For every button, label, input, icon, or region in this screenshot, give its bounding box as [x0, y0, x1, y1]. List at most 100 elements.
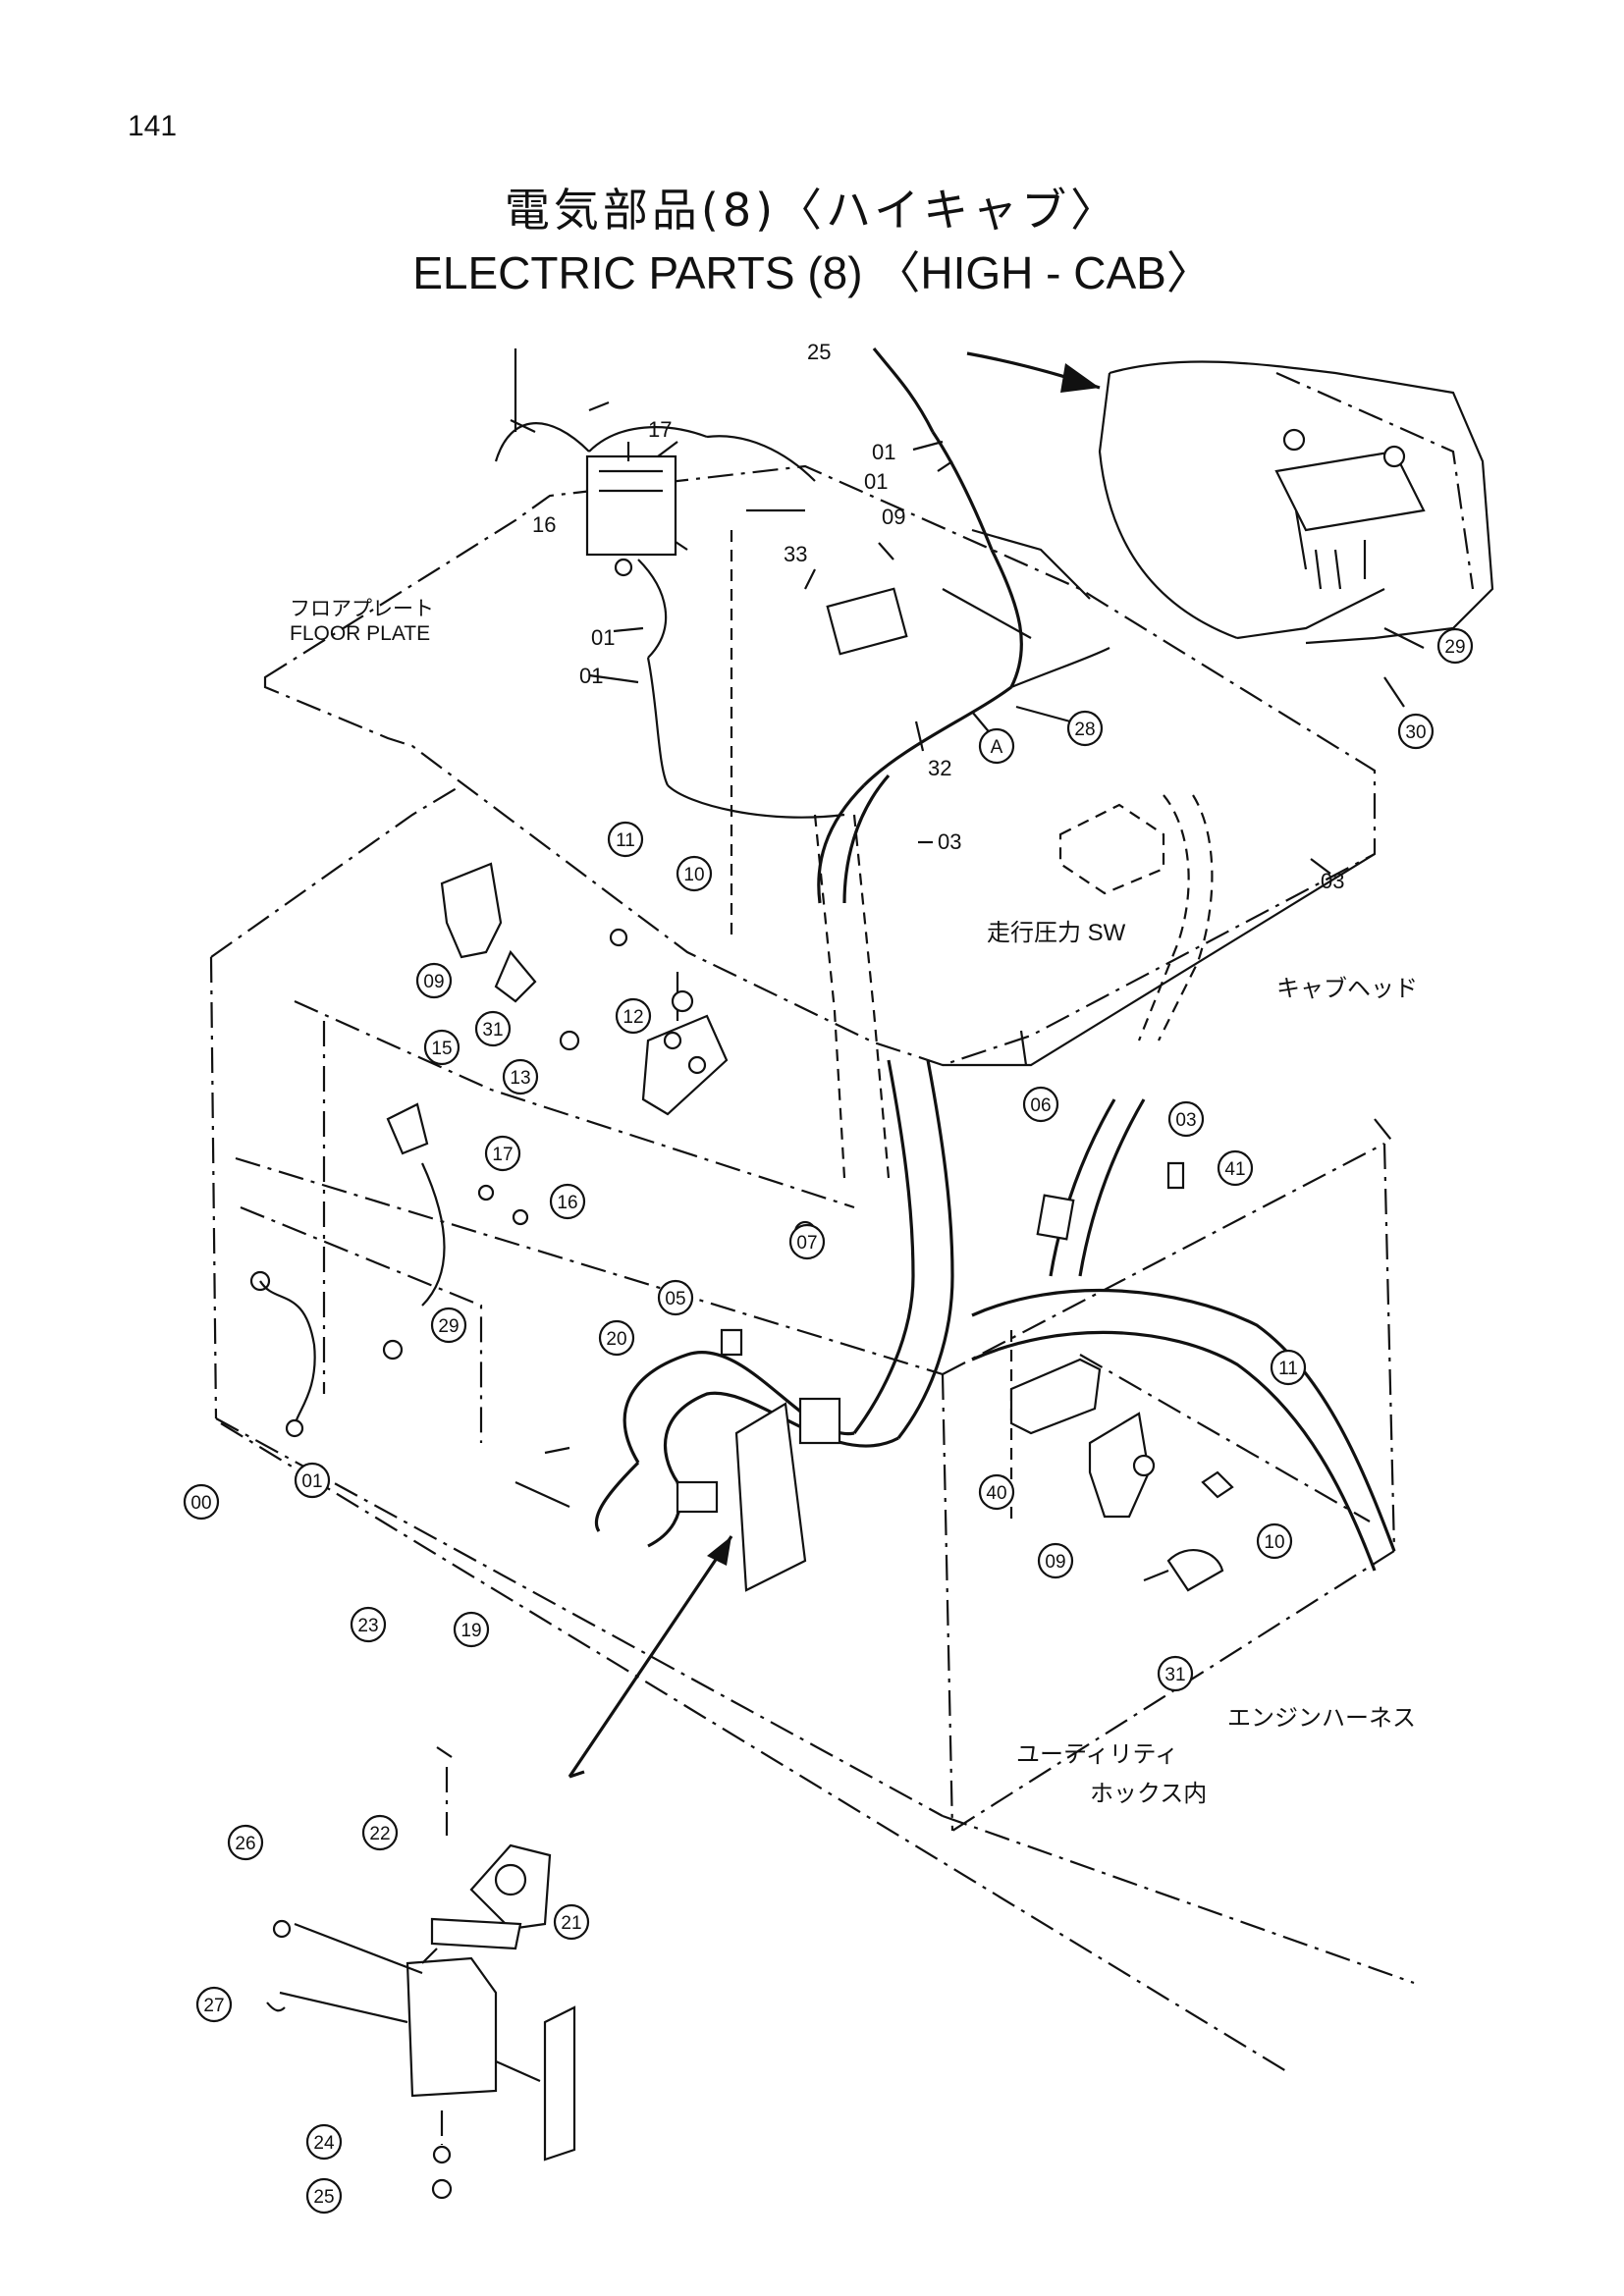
- callout-A: A: [978, 727, 1015, 765]
- svg-text:07: 07: [796, 1233, 817, 1254]
- label-16: 16: [532, 512, 556, 537]
- svg-text:30: 30: [1405, 722, 1426, 743]
- svg-text:24: 24: [313, 2133, 335, 2154]
- upper-right-inset: [966, 351, 1494, 645]
- svg-text:20: 20: [606, 1329, 626, 1350]
- svg-text:25: 25: [313, 2187, 334, 2208]
- callout-01: 01: [294, 1462, 331, 1499]
- svg-text:41: 41: [1224, 1159, 1245, 1180]
- svg-text:10: 10: [1264, 1532, 1284, 1553]
- svg-text:A: A: [991, 737, 1003, 758]
- svg-text:11: 11: [1278, 1359, 1298, 1379]
- label-32: 32: [928, 756, 951, 780]
- label-09: 09: [882, 505, 905, 529]
- callout-30: 30: [1397, 713, 1435, 750]
- callout-22: 22: [361, 1814, 399, 1851]
- svg-text:06: 06: [1030, 1095, 1051, 1116]
- callout-15: 15: [423, 1029, 460, 1066]
- svg-text:11: 11: [616, 830, 635, 851]
- travel-pressure-switch-label: 走行圧力 SW: [987, 920, 1126, 946]
- svg-text:28: 28: [1074, 720, 1095, 740]
- callout-19: 19: [453, 1611, 490, 1648]
- svg-text:29: 29: [1444, 637, 1465, 658]
- callout-20: 20: [598, 1319, 635, 1357]
- svg-text:16: 16: [557, 1193, 577, 1213]
- callout-29a: 29: [430, 1307, 467, 1344]
- callout-05: 05: [657, 1279, 694, 1316]
- callout-13: 13: [502, 1058, 539, 1095]
- svg-text:29: 29: [438, 1316, 459, 1337]
- callout-29b: 29: [1436, 627, 1474, 665]
- lower-bracket-assembly: [266, 1535, 733, 2200]
- main-harness: [421, 1059, 1396, 1592]
- callout-09a: 09: [415, 962, 453, 999]
- svg-text:10: 10: [683, 865, 704, 885]
- svg-text:12: 12: [623, 1007, 643, 1028]
- callout-31a: 31: [474, 1010, 512, 1047]
- callout-06: 06: [1022, 1086, 1059, 1123]
- callout-25: 25: [305, 2177, 343, 2215]
- svg-text:31: 31: [1164, 1665, 1185, 1685]
- label-01-b: 01: [864, 469, 888, 494]
- label-01-d: 01: [579, 664, 603, 688]
- callout-10b: 10: [1256, 1522, 1293, 1560]
- title-japanese: 電気部品(8)〈ハイキャブ〉: [504, 184, 1120, 237]
- svg-text:09: 09: [423, 972, 444, 992]
- utility-box-label-line2: ホックス内: [1090, 1781, 1207, 1807]
- callout-17: 17: [484, 1135, 521, 1172]
- label-25: 25: [807, 340, 831, 364]
- svg-text:05: 05: [665, 1289, 685, 1309]
- callout-12: 12: [615, 997, 652, 1035]
- svg-text:19: 19: [460, 1621, 481, 1641]
- upper-harness: [585, 347, 1110, 1179]
- svg-text:40: 40: [986, 1483, 1006, 1504]
- label-17: 17: [648, 417, 672, 442]
- floor-plate-label-en: FLOOR PLATE: [290, 622, 430, 645]
- svg-text:09: 09: [1045, 1552, 1065, 1573]
- svg-text:21: 21: [561, 1913, 581, 1934]
- travel-pressure-switch: [1058, 794, 1214, 1041]
- callout-28: 28: [1066, 710, 1104, 747]
- svg-text:22: 22: [369, 1824, 390, 1844]
- callout-24: 24: [305, 2123, 343, 2161]
- label-01-a: 01: [872, 440, 895, 464]
- svg-text:26: 26: [235, 1834, 255, 1854]
- label-03-a: 03: [938, 829, 961, 854]
- svg-text:17: 17: [492, 1145, 513, 1165]
- callout-21: 21: [553, 1903, 590, 1941]
- callout-40: 40: [978, 1473, 1015, 1511]
- callout-11a: 11: [607, 821, 644, 858]
- label-33: 33: [784, 542, 807, 566]
- svg-text:00: 00: [190, 1493, 211, 1514]
- title-english: ELECTRIC PARTS (8) 〈HIGH - CAB〉: [412, 247, 1212, 298]
- callout-03: 03: [1167, 1100, 1205, 1138]
- svg-text:31: 31: [482, 1020, 503, 1041]
- page-number: 141: [128, 110, 178, 142]
- label-03-b: 03: [1321, 869, 1344, 893]
- floor-plate-label-jp: フロアプレート: [290, 598, 434, 620]
- callout-09b: 09: [1037, 1542, 1074, 1579]
- svg-text:01: 01: [301, 1471, 322, 1492]
- svg-text:27: 27: [203, 1996, 224, 2016]
- callout-26: 26: [227, 1824, 264, 1861]
- callout-23: 23: [350, 1606, 387, 1643]
- utility-box-label-line1: ユーティリティ: [1016, 1741, 1178, 1768]
- callout-41: 41: [1217, 1149, 1254, 1187]
- callout-11b: 11: [1270, 1349, 1307, 1386]
- svg-text:13: 13: [510, 1068, 530, 1089]
- callout-27: 27: [195, 1986, 233, 2023]
- callout-layer: 11 10 09 31 12 13 15 17 16 07 29 05 20 00 01 19 06 03 41 11…: [183, 627, 1474, 2215]
- callout-07: 07: [788, 1223, 826, 1260]
- svg-text:23: 23: [357, 1616, 378, 1636]
- engine-harness-label: エンジンハーネス: [1227, 1705, 1416, 1732]
- floor-plate: [263, 464, 1377, 1067]
- svg-text:15: 15: [431, 1039, 452, 1059]
- brackets-right: [1009, 1161, 1234, 1592]
- label-01-c: 01: [591, 625, 615, 650]
- brackets-left: [249, 862, 817, 1509]
- svg-text:03: 03: [1175, 1110, 1196, 1131]
- callout-31b: 31: [1157, 1655, 1194, 1692]
- cab-head-label: キャブヘッド: [1276, 976, 1418, 1002]
- callout-00: 00: [183, 1483, 220, 1521]
